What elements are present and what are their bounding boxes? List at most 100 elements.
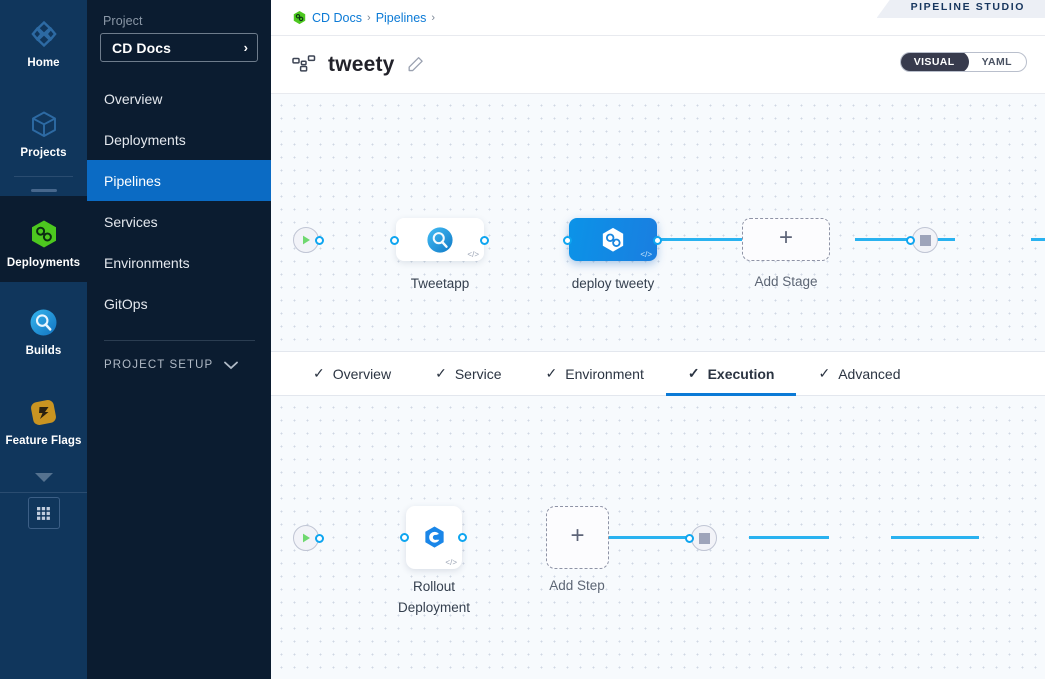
port-stage1-in[interactable] — [390, 236, 399, 245]
stop-end-icon — [912, 227, 938, 253]
project-setup-toggle[interactable]: PROJECT SETUP — [87, 341, 271, 371]
edge-addstage-to-end — [1031, 238, 1045, 241]
pipeline-studio-banner: PIPELINE STUDIO — [876, 0, 1045, 18]
stage-node-deploy-tweety[interactable]: </> deploy tweety — [563, 218, 662, 291]
sidebar-item-label: Environments — [104, 254, 190, 271]
rail-item-projects[interactable]: Projects — [0, 82, 87, 172]
stage-node-tweetapp[interactable]: </> Tweetapp — [390, 218, 489, 291]
pipeline-studio-label: PIPELINE STUDIO — [910, 1, 1025, 13]
check-icon: ✓ — [687, 365, 700, 381]
sidebar-item-environments[interactable]: Environments — [87, 242, 271, 283]
toggle-option-visual[interactable]: VISUAL — [900, 53, 969, 71]
rail-item-deployments[interactable]: Deployments — [0, 196, 87, 282]
chevron-right-icon: › — [243, 40, 248, 55]
sidebar-item-label: Deployments — [104, 131, 186, 148]
check-icon: ✓ — [545, 365, 558, 381]
check-icon: ✓ — [818, 365, 831, 381]
deployments-hexagon-icon — [0, 214, 87, 254]
port-exec-start-out[interactable] — [315, 534, 324, 543]
sidebar-item-gitops[interactable]: GitOps — [87, 283, 271, 324]
project-setup-label: PROJECT SETUP — [104, 359, 214, 371]
feature-flags-icon — [0, 392, 87, 432]
tab-label: Service — [454, 365, 502, 382]
rail-item-feature-flags[interactable]: Feature Flags — [0, 370, 87, 460]
rail-item-builds[interactable]: Builds — [0, 282, 87, 370]
execution-end-node[interactable] — [685, 525, 717, 551]
step-node-rollout-deployment[interactable]: </> Rollout Deployment — [398, 506, 470, 615]
step-label-line2: Deployment — [397, 600, 471, 615]
grid-apps-icon[interactable] — [27, 497, 60, 529]
step-card[interactable]: </> — [406, 506, 462, 569]
sidebar-item-label: Overview — [104, 90, 163, 107]
sidebar-item-overview[interactable]: Overview — [87, 78, 271, 119]
tab-execution[interactable]: ✓ Execution — [665, 352, 797, 396]
stage-card-selected[interactable]: </> — [569, 218, 657, 261]
pipeline-end-node[interactable] — [906, 227, 938, 253]
project-hexagon-icon — [293, 10, 306, 25]
tab-service[interactable]: ✓ Service — [413, 352, 523, 395]
rail-divider-bottom — [0, 492, 87, 493]
rail-label-deployments: Deployments — [6, 257, 81, 269]
sidebar-item-services[interactable]: Services — [87, 201, 271, 242]
pencil-edit-icon[interactable] — [407, 56, 424, 73]
stage-code-badge: </> — [467, 250, 479, 259]
project-selector[interactable]: CD Docs › — [100, 33, 258, 62]
edge-stage2-to-addstage — [855, 238, 955, 241]
plus-icon: + — [570, 522, 585, 549]
rail-divider — [14, 176, 73, 177]
home-diamond-icon — [0, 14, 87, 54]
port-exec-end-in[interactable] — [685, 534, 694, 543]
tab-environment[interactable]: ✓ Environment — [524, 352, 666, 395]
sidebar-section-label: Project — [103, 14, 143, 28]
port-start-out[interactable] — [315, 236, 324, 245]
add-step-node[interactable]: + Add Step — [546, 506, 609, 593]
primary-nav-rail: Home Projects — [0, 0, 87, 679]
port-step1-in[interactable] — [400, 533, 409, 542]
add-stage-node[interactable]: + Add Stage — [742, 218, 830, 289]
rail-label-builds: Builds — [25, 345, 62, 357]
execution-start-node[interactable] — [293, 525, 324, 551]
sidebar-item-label: Pipelines — [104, 172, 161, 189]
breadcrumb-link-cd-docs[interactable]: CD Docs — [312, 10, 363, 25]
sidebar-item-pipelines[interactable]: Pipelines — [87, 160, 271, 201]
tab-label: Advanced — [838, 365, 901, 382]
rollout-deployment-icon — [424, 526, 444, 548]
rail-expand-caret[interactable] — [0, 460, 87, 488]
stage-card[interactable]: </> — [396, 218, 484, 261]
toggle-option-yaml[interactable]: YAML — [981, 56, 1012, 68]
stage-label-deploy-tweety: deploy tweety — [571, 276, 655, 291]
caret-down-icon — [34, 473, 53, 482]
pipeline-start-node[interactable] — [293, 227, 324, 253]
breadcrumb-link-pipelines[interactable]: Pipelines — [375, 10, 427, 25]
stage-code-badge: </> — [640, 250, 652, 259]
sidebar-item-label: GitOps — [104, 295, 148, 312]
breadcrumb-separator-2: › — [431, 11, 436, 24]
edge-stage1-to-stage2 — [685, 238, 777, 241]
rail-collapse-handle[interactable] — [0, 177, 87, 196]
port-stage2-in[interactable] — [563, 236, 572, 245]
sidebar-item-label: Services — [104, 213, 158, 230]
add-step-button[interactable]: + — [546, 506, 609, 569]
plus-icon: + — [778, 224, 793, 251]
port-end-in[interactable] — [906, 236, 915, 245]
sidebar-item-deployments[interactable]: Deployments — [87, 119, 271, 160]
check-icon: ✓ — [313, 365, 325, 381]
add-stage-button[interactable]: + — [742, 218, 830, 261]
add-stage-label: Add Stage — [754, 274, 818, 289]
execution-canvas[interactable]: </> Rollout Deployment + Add Step — [271, 396, 1045, 679]
rail-item-home[interactable]: Home — [0, 0, 87, 82]
stage-canvas[interactable]: </> Tweetapp </> dep — [271, 94, 1045, 352]
tab-overview[interactable]: ✓ Overview — [291, 352, 413, 395]
rail-label-projects: Projects — [20, 147, 67, 159]
view-mode-toggle[interactable]: VISUAL YAML — [899, 52, 1027, 72]
rail-label-home: Home — [27, 57, 60, 69]
breadcrumb: CD Docs › Pipelines › PIPELINE STUDIO — [271, 0, 1045, 36]
port-stage2-out[interactable] — [653, 236, 662, 245]
sidebar-nav: Overview Deployments Pipelines Services … — [87, 78, 271, 324]
port-step1-out[interactable] — [458, 533, 467, 542]
main-content: CD Docs › Pipelines › PIPELINE STUDIO tw… — [271, 0, 1045, 679]
tab-advanced[interactable]: ✓ Advanced — [796, 352, 922, 395]
port-stage1-out[interactable] — [480, 236, 489, 245]
step-label-line1: Rollout — [412, 579, 456, 594]
project-selector-name: CD Docs — [112, 39, 172, 56]
